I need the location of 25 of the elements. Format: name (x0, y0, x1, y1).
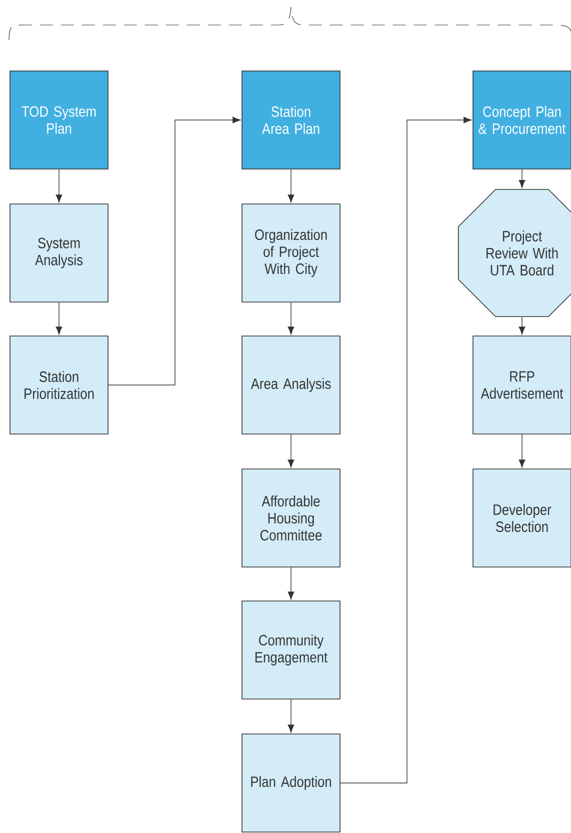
process-box: Plan Adoption (242, 734, 340, 832)
process-box: Area Analysis (242, 336, 340, 434)
arrow (518, 316, 526, 335)
process-box: Community Engagement (242, 600, 340, 700)
process-box: Station Prioritization (10, 336, 108, 434)
arrow (288, 567, 294, 600)
arrow (288, 699, 294, 733)
arrow (518, 169, 526, 188)
process-box: Affordable Housing Committee (242, 468, 340, 568)
arrow (288, 169, 294, 203)
heading-box: TOD System Plan (10, 70, 108, 170)
arrow (56, 302, 62, 335)
arrow (108, 116, 241, 386)
heading-box: Concept Plan & Procurement (472, 70, 571, 170)
process-box: Developer Selection (472, 468, 571, 568)
arrow (56, 169, 62, 203)
process-box: RFP Advertisement (472, 336, 571, 434)
arrow (288, 434, 294, 468)
arrow (518, 434, 526, 468)
arrow (340, 116, 472, 784)
review-octagon: Project Review With UTA Board (458, 188, 571, 318)
process-box: Organization of Project With City (242, 204, 340, 302)
process-box: System Analysis (10, 204, 108, 302)
arrow (288, 302, 294, 335)
heading-box: Station Area Plan (242, 70, 340, 170)
